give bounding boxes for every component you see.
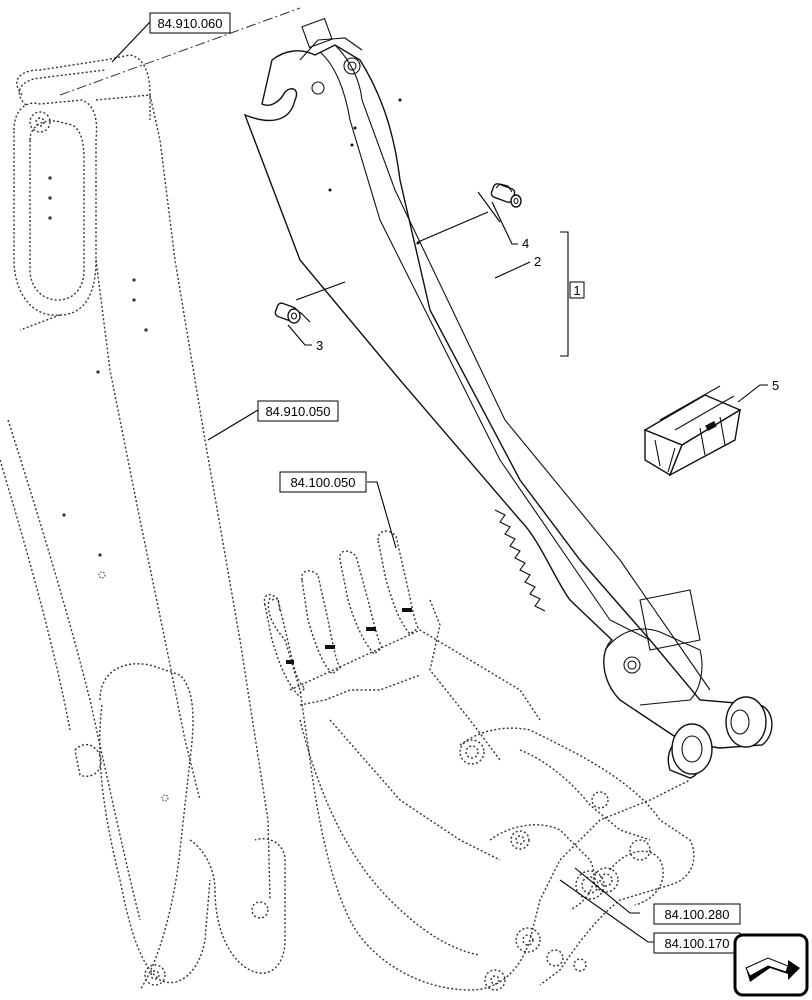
callout-5: 5 <box>772 378 779 393</box>
next-page-arrow-icon[interactable] <box>733 933 809 997</box>
bucket-tooth <box>377 530 419 635</box>
svg-text:1: 1 <box>573 283 580 298</box>
group-callout-1: 1 <box>569 281 585 299</box>
ref-84-100-170[interactable]: 84.100.170 <box>653 932 741 954</box>
bucket-tooth <box>263 593 307 697</box>
svg-text:84.100.280: 84.100.280 <box>664 907 729 922</box>
callout-4: 4 <box>522 236 529 251</box>
bucket-tooth <box>301 570 341 675</box>
svg-text:84.910.050: 84.910.050 <box>265 404 330 419</box>
ref-84-910-050[interactable]: 84.910.050 <box>257 400 339 422</box>
svg-text:84.910.060: 84.910.060 <box>157 16 222 31</box>
crate-part-5 <box>643 385 742 477</box>
bucket-assembly <box>263 530 695 991</box>
svg-text:84.100.170: 84.100.170 <box>664 936 729 951</box>
boom-arm-outline <box>0 7 301 991</box>
callout-2: 2 <box>534 254 541 269</box>
ref-84-910-060[interactable]: 84.910.060 <box>149 12 231 34</box>
bucket-tooth <box>339 550 383 655</box>
ref-84-100-280[interactable]: 84.100.280 <box>653 903 741 925</box>
ref-84-100-050[interactable]: 84.100.050 <box>279 471 367 493</box>
leader-lines <box>111 21 768 943</box>
grease-fitting-3 <box>274 302 301 324</box>
grease-fitting-4 <box>490 183 522 208</box>
callout-3: 3 <box>316 338 323 353</box>
svg-text:84.100.050: 84.100.050 <box>290 475 355 490</box>
dipper-arm-part <box>243 17 773 779</box>
